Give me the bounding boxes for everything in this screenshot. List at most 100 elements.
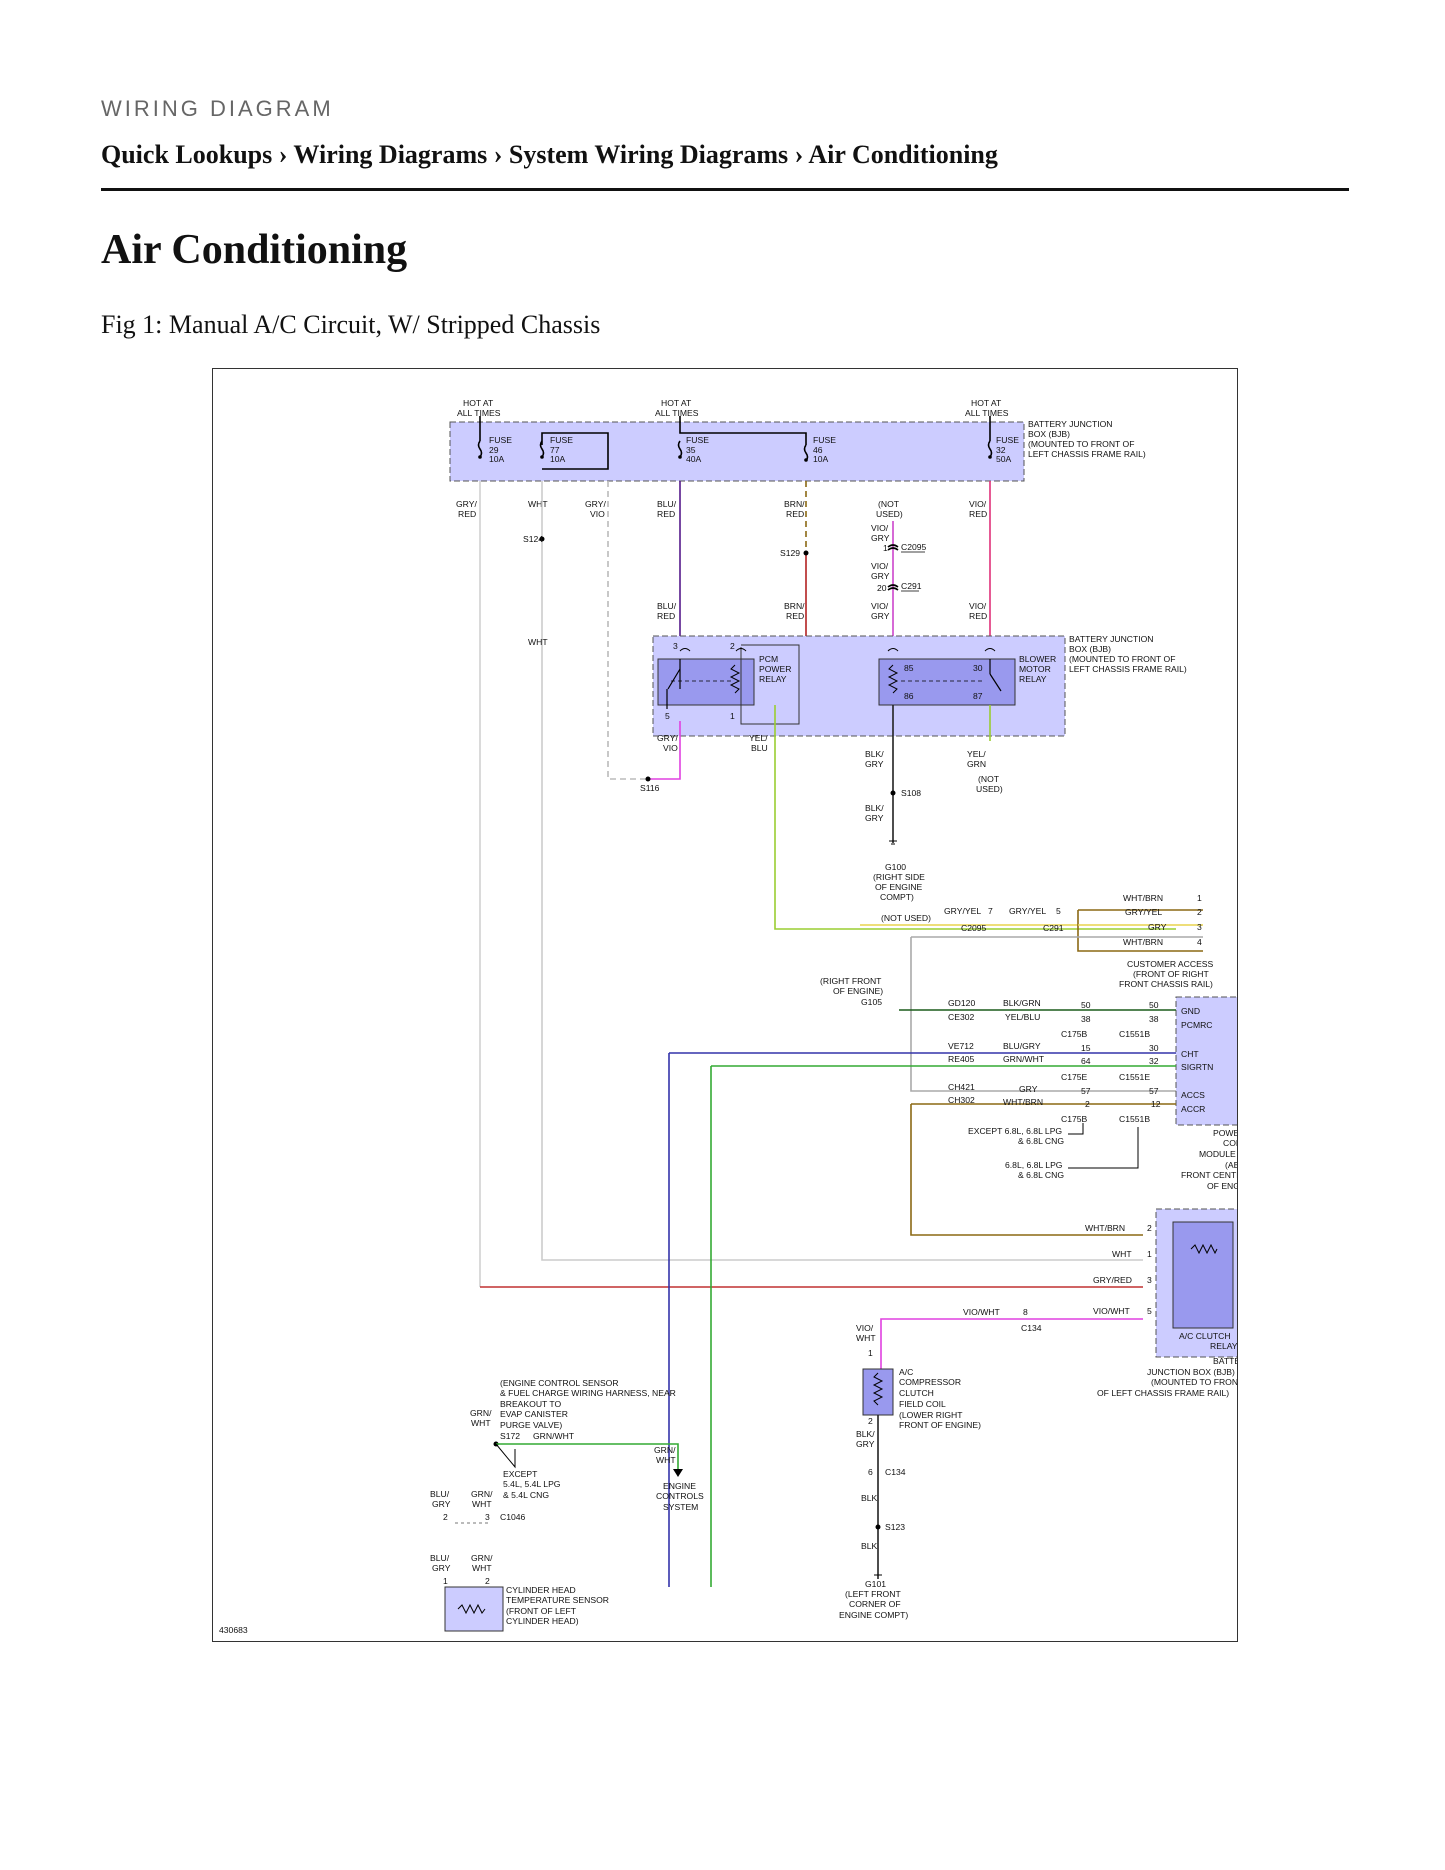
wire-label: WHT bbox=[472, 1563, 492, 1573]
not-used-label: (NOT USED) bbox=[881, 913, 931, 923]
wire-label: GRY bbox=[865, 813, 884, 823]
svg-text:87: 87 bbox=[973, 691, 983, 701]
svg-text:C1551E: C1551E bbox=[1119, 1072, 1150, 1082]
page-kicker: WIRING DIAGRAM bbox=[101, 96, 334, 121]
pin-number: 2 bbox=[1147, 1223, 1152, 1233]
pin-number: 3 bbox=[1197, 922, 1202, 932]
svg-text:50A: 50A bbox=[996, 454, 1012, 464]
wire-label: RED bbox=[786, 509, 804, 519]
svg-text:ACCS: ACCS bbox=[1181, 1090, 1205, 1100]
pin-number: 1 bbox=[1147, 1249, 1152, 1259]
svg-text:10A: 10A bbox=[813, 454, 829, 464]
option-label: & 6.8L CNG bbox=[1018, 1136, 1064, 1146]
pcm-label: FRONT CENTER bbox=[1181, 1170, 1237, 1180]
breadcrumb[interactable]: Quick Lookups › Wiring Diagrams › System… bbox=[101, 140, 998, 169]
wire-label: GRY/ bbox=[585, 499, 606, 509]
compressor-label: (LOWER RIGHT bbox=[899, 1410, 963, 1420]
svg-text:FUSE: FUSE bbox=[996, 435, 1019, 445]
svg-text:VE712: VE712 bbox=[948, 1041, 974, 1051]
wire-label: VIO/ bbox=[969, 601, 987, 611]
ac-clutch-relay-location: BATTERY bbox=[1213, 1356, 1237, 1366]
svg-text:GD120: GD120 bbox=[948, 998, 975, 1008]
svg-text:CH302: CH302 bbox=[948, 1095, 975, 1105]
bjb-mid-label-2: BOX (BJB) bbox=[1069, 644, 1111, 654]
splice-s108: S108 bbox=[901, 788, 921, 798]
pin-number: 2 bbox=[1197, 907, 1202, 917]
wire-label: WHT bbox=[656, 1455, 676, 1465]
pin-number: 1 bbox=[883, 543, 888, 553]
hot-label-2b: ALL TIMES bbox=[655, 408, 699, 418]
hot-label-3b: ALL TIMES bbox=[965, 408, 1009, 418]
wire-label: VIO/ bbox=[856, 1323, 874, 1333]
splice-s116: S116 bbox=[640, 783, 660, 793]
ground-label: G105 bbox=[861, 997, 882, 1007]
ground-label: CORNER OF bbox=[849, 1599, 901, 1609]
cht-sensor bbox=[444, 1586, 504, 1632]
wire-label: BLU/ bbox=[657, 499, 677, 509]
svg-text:BLU/GRY: BLU/GRY bbox=[1003, 1041, 1041, 1051]
ac-clutch-relay bbox=[1172, 1221, 1234, 1329]
svg-text:38: 38 bbox=[1149, 1014, 1159, 1024]
svg-text:86: 86 bbox=[904, 691, 914, 701]
figure-caption: Fig 1: Manual A/C Circuit, W/ Stripped C… bbox=[101, 310, 601, 339]
connector-c291: C291 bbox=[1043, 923, 1064, 933]
wire-label: GRN bbox=[967, 759, 986, 769]
ground-label: (RIGHT SIDE bbox=[873, 872, 925, 882]
svg-text:PCM: PCM bbox=[759, 654, 778, 664]
wire-label: GRY bbox=[871, 571, 890, 581]
svg-text:YEL/BLU: YEL/BLU bbox=[1005, 1012, 1040, 1022]
svg-text:WHT/BRN: WHT/BRN bbox=[1003, 1097, 1043, 1107]
pin-number: 8 bbox=[1023, 1307, 1028, 1317]
svg-text:77: 77 bbox=[550, 445, 560, 455]
ac-clutch-relay-label: A/C CLUTCH bbox=[1179, 1331, 1231, 1341]
connector-c291: C291 bbox=[901, 581, 922, 591]
wire-label: WHT bbox=[528, 637, 548, 647]
svg-text:MOTOR: MOTOR bbox=[1019, 664, 1051, 674]
engine-controls-label: ENGINE bbox=[663, 1481, 696, 1491]
connector-c134: C134 bbox=[1021, 1323, 1042, 1333]
svg-text:FUSE: FUSE bbox=[813, 435, 836, 445]
svg-text:POWER: POWER bbox=[759, 664, 791, 674]
hot-label-3a: HOT AT bbox=[971, 398, 1002, 408]
wire-label: WHT bbox=[856, 1333, 876, 1343]
hot-label-2a: HOT AT bbox=[661, 398, 692, 408]
svg-text:CE302: CE302 bbox=[948, 1012, 974, 1022]
hot-label-1a: HOT AT bbox=[463, 398, 494, 408]
connector-c2095: C2095 bbox=[961, 923, 987, 933]
wire-label: GRN/ bbox=[654, 1445, 676, 1455]
splice-s129: S129 bbox=[780, 548, 800, 558]
pin-number: 20 bbox=[877, 583, 887, 593]
svg-text:2: 2 bbox=[1085, 1099, 1090, 1109]
pin-number: 5 bbox=[1147, 1306, 1152, 1316]
svg-text:12: 12 bbox=[1151, 1099, 1161, 1109]
compressor-label: FRONT OF ENGINE) bbox=[899, 1420, 981, 1430]
wire-label: GRN/ bbox=[471, 1489, 493, 1499]
wire-label: GRY bbox=[1148, 922, 1167, 932]
ground-label: OF ENGINE bbox=[875, 882, 923, 892]
pin-number: 2 bbox=[868, 1416, 873, 1426]
pin-number: 2 bbox=[485, 1576, 490, 1586]
wire-label: BLK/ bbox=[865, 749, 884, 759]
compressor-label: COMPRESSOR bbox=[899, 1377, 961, 1387]
bjb-mid-label-3: (MOUNTED TO FRONT OF bbox=[1069, 654, 1175, 664]
ground-g100: G100 bbox=[885, 862, 906, 872]
wire-label: (NOT bbox=[878, 499, 900, 509]
option-label: EXCEPT 6.8L, 6.8L LPG bbox=[968, 1126, 1062, 1136]
wire-label: (NOT bbox=[978, 774, 1000, 784]
ac-clutch-relay-label: RELAY bbox=[1210, 1341, 1237, 1351]
customer-access-label: (FRONT OF RIGHT bbox=[1133, 969, 1209, 979]
svg-text:RELAY: RELAY bbox=[759, 674, 787, 684]
wire-label: WHT bbox=[472, 1499, 492, 1509]
wire-label: VIO/ bbox=[871, 601, 889, 611]
option-label: EXCEPT bbox=[503, 1469, 538, 1479]
pcm-label: CONTROL bbox=[1223, 1138, 1237, 1148]
wire-label: GRY/YEL bbox=[1009, 906, 1046, 916]
wiring-diagram-figure: .w{fill:none;stroke-width:1.6} HOT AT AL… bbox=[212, 368, 1238, 1642]
svg-text:CH421: CH421 bbox=[948, 1082, 975, 1092]
wire-label: RED bbox=[969, 509, 987, 519]
ground-g101: G101 bbox=[865, 1579, 886, 1589]
pcm-box bbox=[1175, 996, 1237, 1126]
wire-label: YEL/ bbox=[967, 749, 986, 759]
